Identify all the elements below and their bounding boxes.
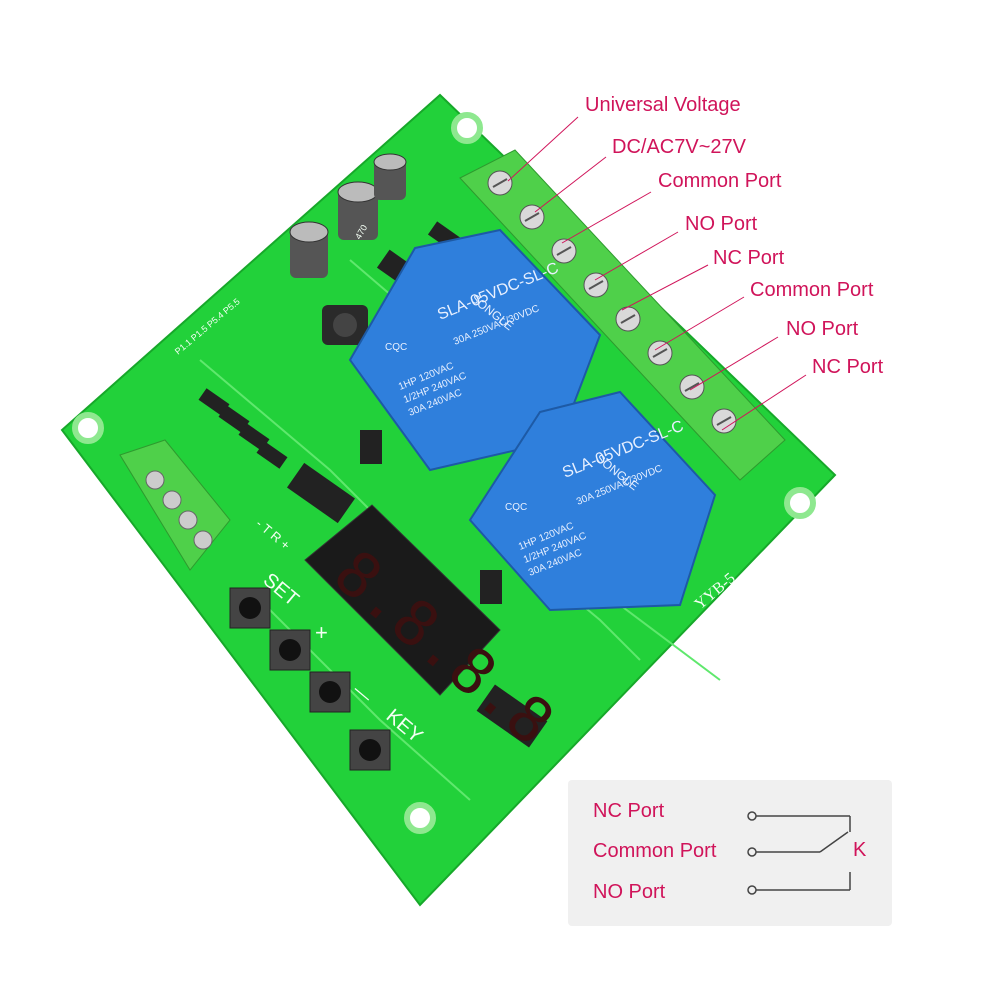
power-terminal-block [119,439,231,571]
minus-button[interactable] [309,671,351,713]
legend-nc-port: NC Port [593,800,665,822]
callout-common-port-2: Common Port [750,279,874,301]
callout-no-port-1: NO Port [685,213,758,235]
mounting-hole [451,112,483,144]
terminal-screw-slot [620,314,636,324]
terminal-screw-slot [652,348,668,358]
callout-no-port-2: NO Port [786,318,859,340]
set-button[interactable] [229,587,271,629]
terminal-screws [487,170,737,434]
relay-1: SLA-05VDC-SL-C SONGLE 30A 250VAC/30VDC 1… [348,228,602,472]
callout-common-port-1: Common Port [658,170,782,192]
terminal-screw-slot [524,212,540,222]
plus-button[interactable] [269,629,311,671]
relay-contact-legend: NC Port Common Port NO Port K [568,780,892,926]
key-button[interactable] [349,729,391,771]
terminal-screw-slot [588,280,604,290]
terminal-screw-slot [556,246,572,256]
callout-voltage-range: DC/AC7V~27V [612,136,746,158]
mounting-hole [72,412,104,444]
relay-2-cert: CQC [505,502,527,513]
mounting-hole [404,802,436,834]
mounting-hole [784,487,816,519]
callout-nc-port-1: NC Port [713,247,785,269]
terminal-screw-slot [492,178,508,188]
relay-2: SLA-05VDC-SL-C SONGLE 30A 250VAC/30VDC 1… [468,390,717,612]
callout-lines [507,116,807,431]
legend-common-port: Common Port [593,840,717,862]
capacitor [373,153,407,200]
capacitor [337,181,379,240]
switch-symbol [747,811,851,895]
inductor-core [333,313,357,337]
silkscreen-plus: + [315,620,328,645]
terminal-screw-slot [684,382,700,392]
legend-k: K [853,839,867,861]
legend-no-port: NO Port [593,881,666,903]
terminal-screw-slot [716,416,732,426]
capacitor [289,221,329,278]
ic-chips [198,221,548,748]
callout-universal-voltage: Universal Voltage [585,94,741,116]
callout-nc-port-2: NC Port [812,356,884,378]
relay-1-cert: CQC [385,342,407,353]
